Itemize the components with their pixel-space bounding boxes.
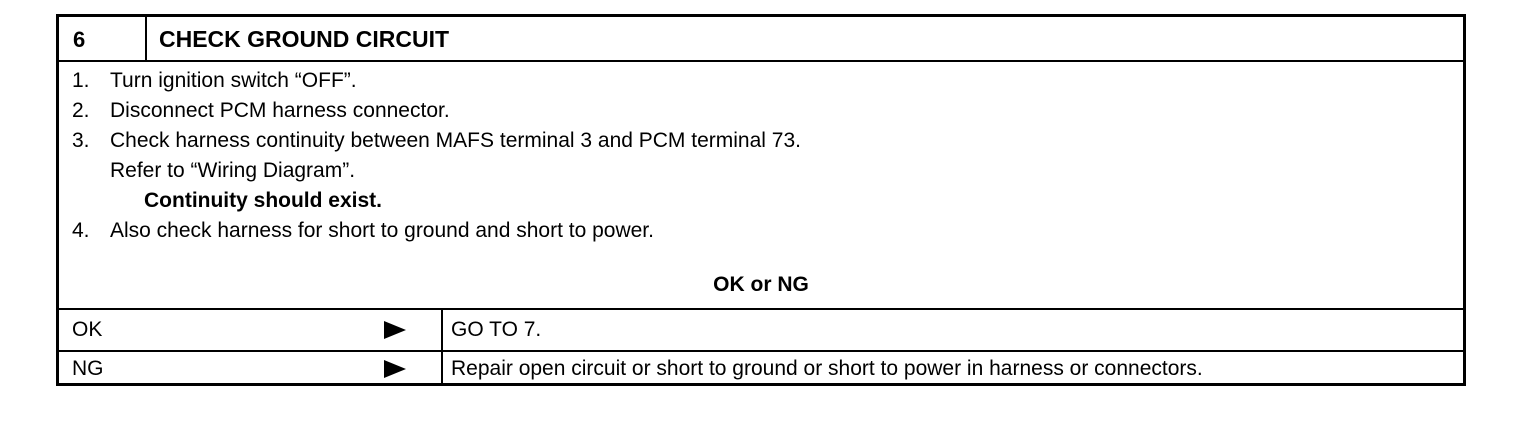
result-label: OK	[72, 318, 103, 341]
instruction-number: 3.	[72, 129, 90, 152]
step-number: 6	[59, 17, 147, 60]
diagnostic-step-table: 6 CHECK GROUND CIRCUIT 1. Turn ignition s…	[56, 14, 1466, 386]
instruction-1: 1. Turn ignition switch “OFF”.	[72, 66, 357, 96]
instruction-number: 4.	[72, 219, 90, 242]
instruction-number: 2.	[72, 99, 90, 122]
result-action: GO TO 7.	[451, 318, 542, 341]
column-divider	[441, 310, 443, 350]
instruction-text: Check harness continuity between MAFS te…	[110, 129, 801, 152]
instruction-note: Refer to “Wiring Diagram”.	[110, 159, 356, 182]
instruction-3: 3. Check harness continuity between MAFS …	[72, 126, 801, 156]
step-title: CHECK GROUND CIRCUIT	[159, 26, 450, 52]
column-divider	[441, 352, 443, 386]
result-label: NG	[72, 357, 104, 380]
instruction-2: 2. Disconnect PCM harness connector.	[72, 96, 450, 126]
instruction-number: 1.	[72, 69, 90, 92]
instruction-text: Also check harness for short to ground a…	[110, 219, 654, 242]
result-row-ng: NG Repair open circuit or short to groun…	[59, 352, 1463, 386]
result-action: Repair open circuit or short to ground o…	[451, 357, 1203, 380]
arrow-right-icon	[384, 321, 406, 339]
result-prompt: OK or NG	[713, 273, 809, 296]
instructions-block: 1. Turn ignition switch “OFF”. 2. Disconne…	[59, 62, 1463, 310]
instruction-text: Disconnect PCM harness connector.	[110, 99, 450, 122]
instruction-text: Turn ignition switch “OFF”.	[110, 69, 357, 92]
arrow-right-icon	[384, 360, 406, 378]
instruction-4: 4. Also check harness for short to ground…	[72, 216, 654, 246]
instruction-expected-result: Continuity should exist.	[144, 189, 383, 212]
result-row-ok: OK GO TO 7.	[59, 310, 1463, 352]
step-header: 6 CHECK GROUND CIRCUIT	[59, 17, 1463, 62]
